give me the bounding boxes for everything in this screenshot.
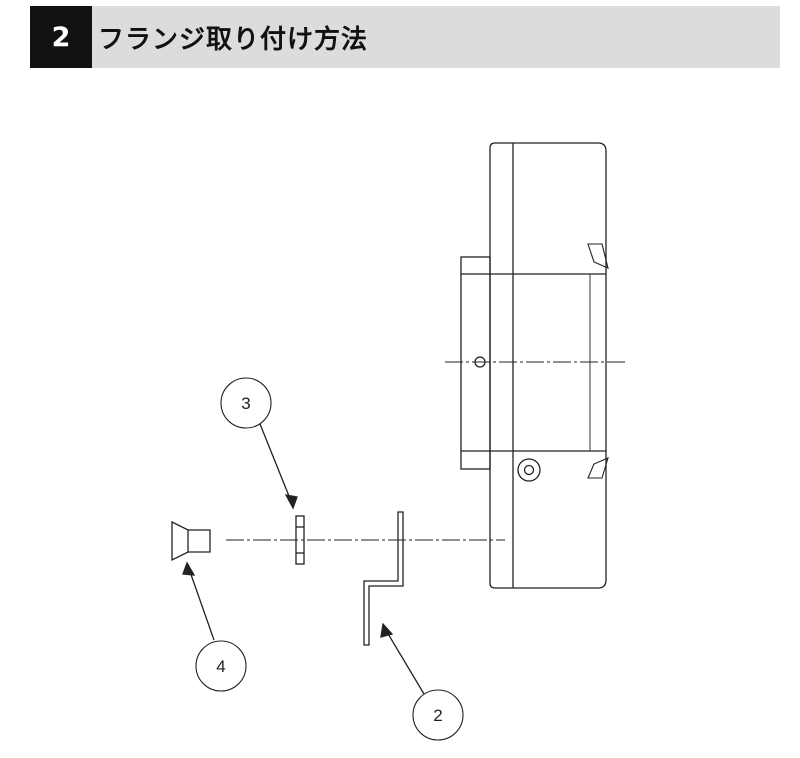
callout-2-label: 2 [433,706,442,725]
countersunk-screw [171,520,211,562]
leader-2 [380,622,425,695]
flange-bracket [363,511,404,646]
callout-3-circle [220,377,272,429]
section-title: フランジ取り付け方法 [98,24,369,55]
washer [295,515,305,565]
leader-4 [182,561,215,641]
callout-4-circle [195,640,247,692]
leader-3 [259,423,298,510]
main-body [460,142,609,589]
section-header: 2 フランジ取り付け方法 [30,6,780,68]
callout-4-label: 4 [216,657,225,676]
callout-3-label: 3 [241,394,250,413]
callout-2-circle [412,689,464,741]
section-number: 2 [30,6,92,68]
